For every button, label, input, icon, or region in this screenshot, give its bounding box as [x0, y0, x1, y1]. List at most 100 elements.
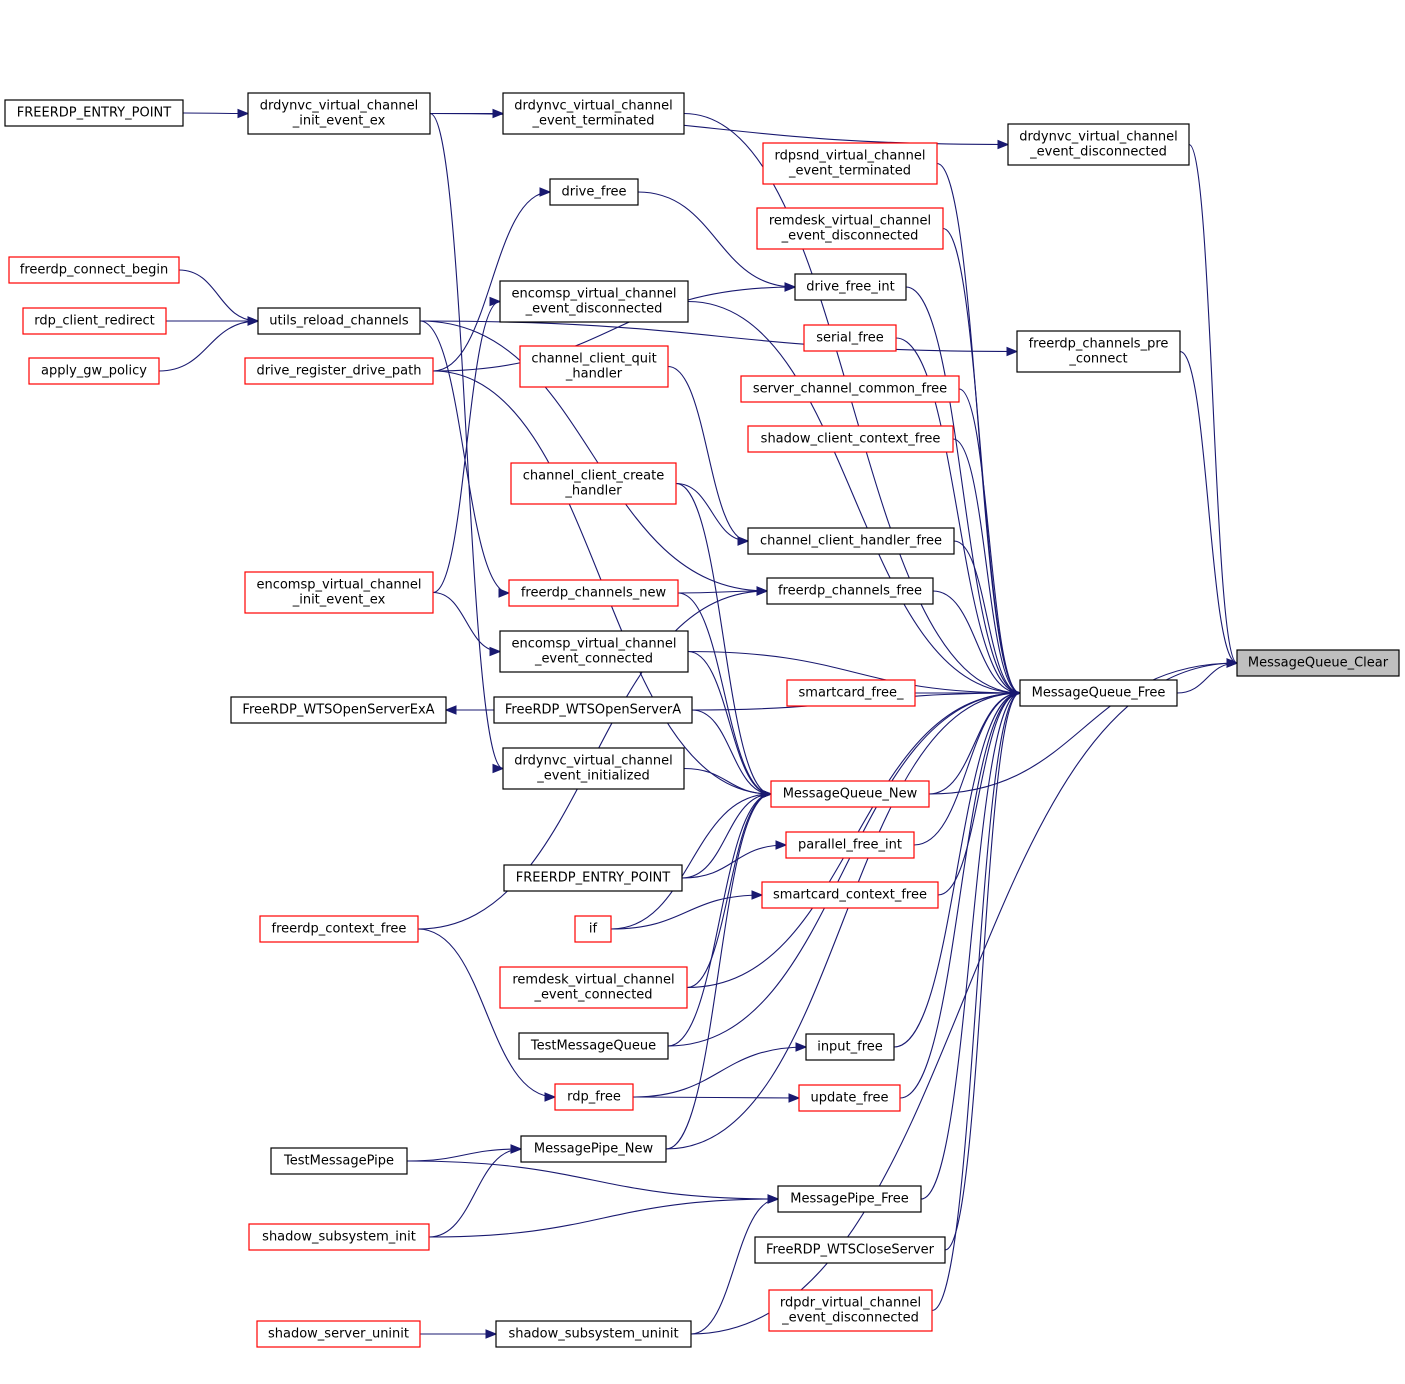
node-encomsp_init_ex[interactable]: encomsp_virtual_channel_init_event_ex	[244, 571, 434, 614]
node-box-server_common_free[interactable]	[740, 375, 960, 403]
node-box-wts_open_a[interactable]	[493, 696, 693, 724]
node-box-mp_free[interactable]	[777, 1185, 922, 1213]
node-drdynvc_initialized[interactable]: drdynvc_virtual_channel_event_initialize…	[502, 747, 685, 790]
node-handler_free[interactable]: channel_client_handler_free	[747, 527, 955, 555]
node-box-fep2[interactable]	[503, 864, 683, 892]
node-encomsp_connected[interactable]: encomsp_virtual_channel_event_connected	[499, 630, 689, 673]
node-box-context_free[interactable]	[259, 915, 419, 943]
node-rdpsnd_term[interactable]: rdpsnd_virtual_channel_event_terminated	[762, 142, 938, 185]
node-box-wts_open_exa[interactable]	[230, 696, 447, 724]
node-quit_handler[interactable]: channel_client_quit_handler	[519, 345, 669, 388]
node-box-drive_free_int[interactable]	[794, 273, 907, 301]
node-box-channels_new[interactable]	[508, 579, 679, 607]
node-mq_new[interactable]: MessageQueue_New	[770, 780, 930, 808]
node-fep2[interactable]: FREERDP_ENTRY_POINT	[503, 864, 683, 892]
node-box-quit_handler[interactable]	[519, 345, 669, 388]
node-remdesk_conn[interactable]: remdesk_virtual_channel_event_connected	[499, 966, 688, 1009]
node-box-rdpsnd_term[interactable]	[762, 142, 938, 185]
node-box-smartcard_free_[interactable]	[786, 679, 916, 707]
node-mp_free[interactable]: MessagePipe_Free	[777, 1185, 922, 1213]
node-utils_reload[interactable]: utils_reload_channels	[257, 307, 421, 335]
node-box-drive_free[interactable]	[549, 178, 639, 206]
node-test_mq[interactable]: TestMessageQueue	[518, 1032, 669, 1060]
node-box-create_handler[interactable]	[510, 462, 677, 505]
node-box-fr_pre_connect[interactable]	[1016, 330, 1181, 373]
node-context_free[interactable]: freerdp_context_free	[259, 915, 419, 943]
node-connect_begin[interactable]: freerdp_connect_begin	[8, 256, 180, 284]
node-mq_free[interactable]: MessageQueue_Free	[1019, 679, 1178, 707]
node-drive_register[interactable]: drive_register_drive_path	[244, 357, 434, 385]
node-drdynvc_init_ex[interactable]: drdynvc_virtual_channel_init_event_ex	[247, 92, 431, 135]
node-encomsp_disc[interactable]: encomsp_virtual_channel_event_disconnect…	[499, 280, 689, 323]
node-gw_policy[interactable]: apply_gw_policy	[28, 357, 160, 385]
node-box-remdesk_conn[interactable]	[499, 966, 688, 1009]
node-box-smartcard_ctx_free[interactable]	[761, 881, 939, 909]
node-mp_new[interactable]: MessagePipe_New	[520, 1135, 667, 1163]
node-box-connect_begin[interactable]	[8, 256, 180, 284]
node-box-shadow_ctx_free[interactable]	[747, 425, 954, 453]
node-box-test_mp[interactable]	[270, 1147, 408, 1175]
node-drive_free[interactable]: drive_free	[549, 178, 639, 206]
node-box-if_node[interactable]	[574, 915, 612, 943]
node-box-drdynvc_initialized[interactable]	[502, 747, 685, 790]
node-create_handler[interactable]: channel_client_create_handler	[510, 462, 677, 505]
node-box-drive_register[interactable]	[244, 357, 434, 385]
node-serial_free[interactable]: serial_free	[803, 324, 897, 352]
node-box-shadow_sub_uninit[interactable]	[495, 1320, 692, 1348]
node-server_common_free[interactable]: server_channel_common_free	[740, 375, 960, 403]
node-box-drdynvc_disconnected[interactable]	[1007, 123, 1190, 166]
node-client_redirect[interactable]: rdp_client_redirect	[22, 307, 167, 335]
node-fep1[interactable]: FREERDP_ENTRY_POINT	[4, 99, 184, 127]
node-remdesk_disc[interactable]: remdesk_virtual_channel_event_disconnect…	[756, 207, 944, 250]
node-channels_free[interactable]: freerdp_channels_free	[766, 577, 934, 605]
node-shadow_sub_init[interactable]: shadow_subsystem_init	[248, 1223, 430, 1251]
node-box-rdpdr_disc[interactable]	[768, 1289, 933, 1332]
node-box-encomsp_init_ex[interactable]	[244, 571, 434, 614]
node-wts_open_a[interactable]: FreeRDP_WTSOpenServerA	[493, 696, 693, 724]
node-smartcard_free_[interactable]: smartcard_free_	[786, 679, 916, 707]
node-box-mq_clear[interactable]	[1236, 649, 1400, 677]
node-box-wts_close[interactable]	[754, 1236, 946, 1264]
node-box-encomsp_connected[interactable]	[499, 630, 689, 673]
node-rdpdr_disc[interactable]: rdpdr_virtual_channel_event_disconnected	[768, 1289, 933, 1332]
node-mq_clear[interactable]: MessageQueue_Clear	[1236, 649, 1400, 677]
node-box-rdp_free[interactable]	[554, 1083, 634, 1111]
node-box-fep1[interactable]	[4, 99, 184, 127]
node-test_mp[interactable]: TestMessagePipe	[270, 1147, 408, 1175]
node-box-shadow_srv_uninit[interactable]	[256, 1320, 421, 1348]
node-box-drdynvc_terminated[interactable]	[502, 92, 685, 135]
node-box-handler_free[interactable]	[747, 527, 955, 555]
node-box-mq_new[interactable]	[770, 780, 930, 808]
node-shadow_sub_uninit[interactable]: shadow_subsystem_uninit	[495, 1320, 692, 1348]
node-wts_open_exa[interactable]: FreeRDP_WTSOpenServerExA	[230, 696, 447, 724]
node-if_node[interactable]: if	[574, 915, 612, 943]
node-rdp_free[interactable]: rdp_free	[554, 1083, 634, 1111]
node-box-mp_new[interactable]	[520, 1135, 667, 1163]
node-shadow_srv_uninit[interactable]: shadow_server_uninit	[256, 1320, 421, 1348]
node-box-remdesk_disc[interactable]	[756, 207, 944, 250]
node-shadow_ctx_free[interactable]: shadow_client_context_free	[747, 425, 954, 453]
node-box-utils_reload[interactable]	[257, 307, 421, 335]
node-drdynvc_terminated[interactable]: drdynvc_virtual_channel_event_terminated	[502, 92, 685, 135]
node-drive_free_int[interactable]: drive_free_int	[794, 273, 907, 301]
node-channels_new[interactable]: freerdp_channels_new	[508, 579, 679, 607]
node-box-test_mq[interactable]	[518, 1032, 669, 1060]
node-fr_pre_connect[interactable]: freerdp_channels_pre_connect	[1016, 330, 1181, 373]
node-box-drdynvc_init_ex[interactable]	[247, 92, 431, 135]
node-drdynvc_disconnected[interactable]: drdynvc_virtual_channel_event_disconnect…	[1007, 123, 1190, 166]
node-box-serial_free[interactable]	[803, 324, 897, 352]
node-box-encomsp_disc[interactable]	[499, 280, 689, 323]
node-input_free[interactable]: input_free	[805, 1033, 895, 1061]
node-box-channels_free[interactable]	[766, 577, 934, 605]
node-parallel_free[interactable]: parallel_free_int	[785, 831, 915, 859]
node-box-client_redirect[interactable]	[22, 307, 167, 335]
node-box-shadow_sub_init[interactable]	[248, 1223, 430, 1251]
node-box-gw_policy[interactable]	[28, 357, 160, 385]
node-box-mq_free[interactable]	[1019, 679, 1178, 707]
node-wts_close[interactable]: FreeRDP_WTSCloseServer	[754, 1236, 946, 1264]
node-box-input_free[interactable]	[805, 1033, 895, 1061]
node-box-parallel_free[interactable]	[785, 831, 915, 859]
node-smartcard_ctx_free[interactable]: smartcard_context_free	[761, 881, 939, 909]
node-box-update_free[interactable]	[798, 1084, 901, 1112]
node-update_free[interactable]: update_free	[798, 1084, 901, 1112]
